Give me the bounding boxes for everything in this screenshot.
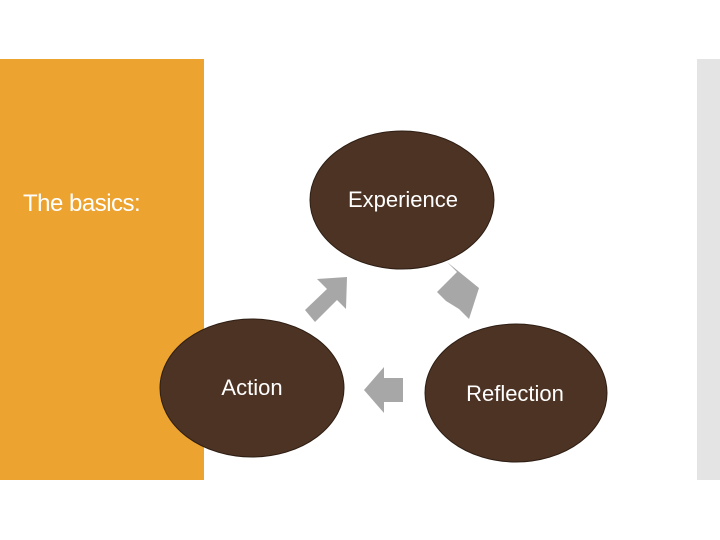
slide-title: The basics: bbox=[23, 190, 141, 217]
node-experience-label: Experience bbox=[348, 187, 458, 212]
node-reflection-shape bbox=[424, 323, 608, 463]
node-action-shape bbox=[159, 318, 345, 458]
right-edge-strip bbox=[697, 59, 720, 480]
node-action: Action bbox=[159, 318, 345, 458]
arrow-experience-to-reflection bbox=[437, 262, 479, 319]
node-experience: Experience bbox=[309, 130, 495, 270]
node-experience-shape bbox=[309, 130, 495, 270]
node-reflection-label: Reflection bbox=[466, 381, 564, 406]
arrow-action-to-experience bbox=[305, 277, 347, 322]
arrow-reflection-to-action bbox=[364, 367, 403, 413]
node-reflection: Reflection bbox=[424, 323, 608, 463]
node-action-label: Action bbox=[221, 375, 282, 400]
